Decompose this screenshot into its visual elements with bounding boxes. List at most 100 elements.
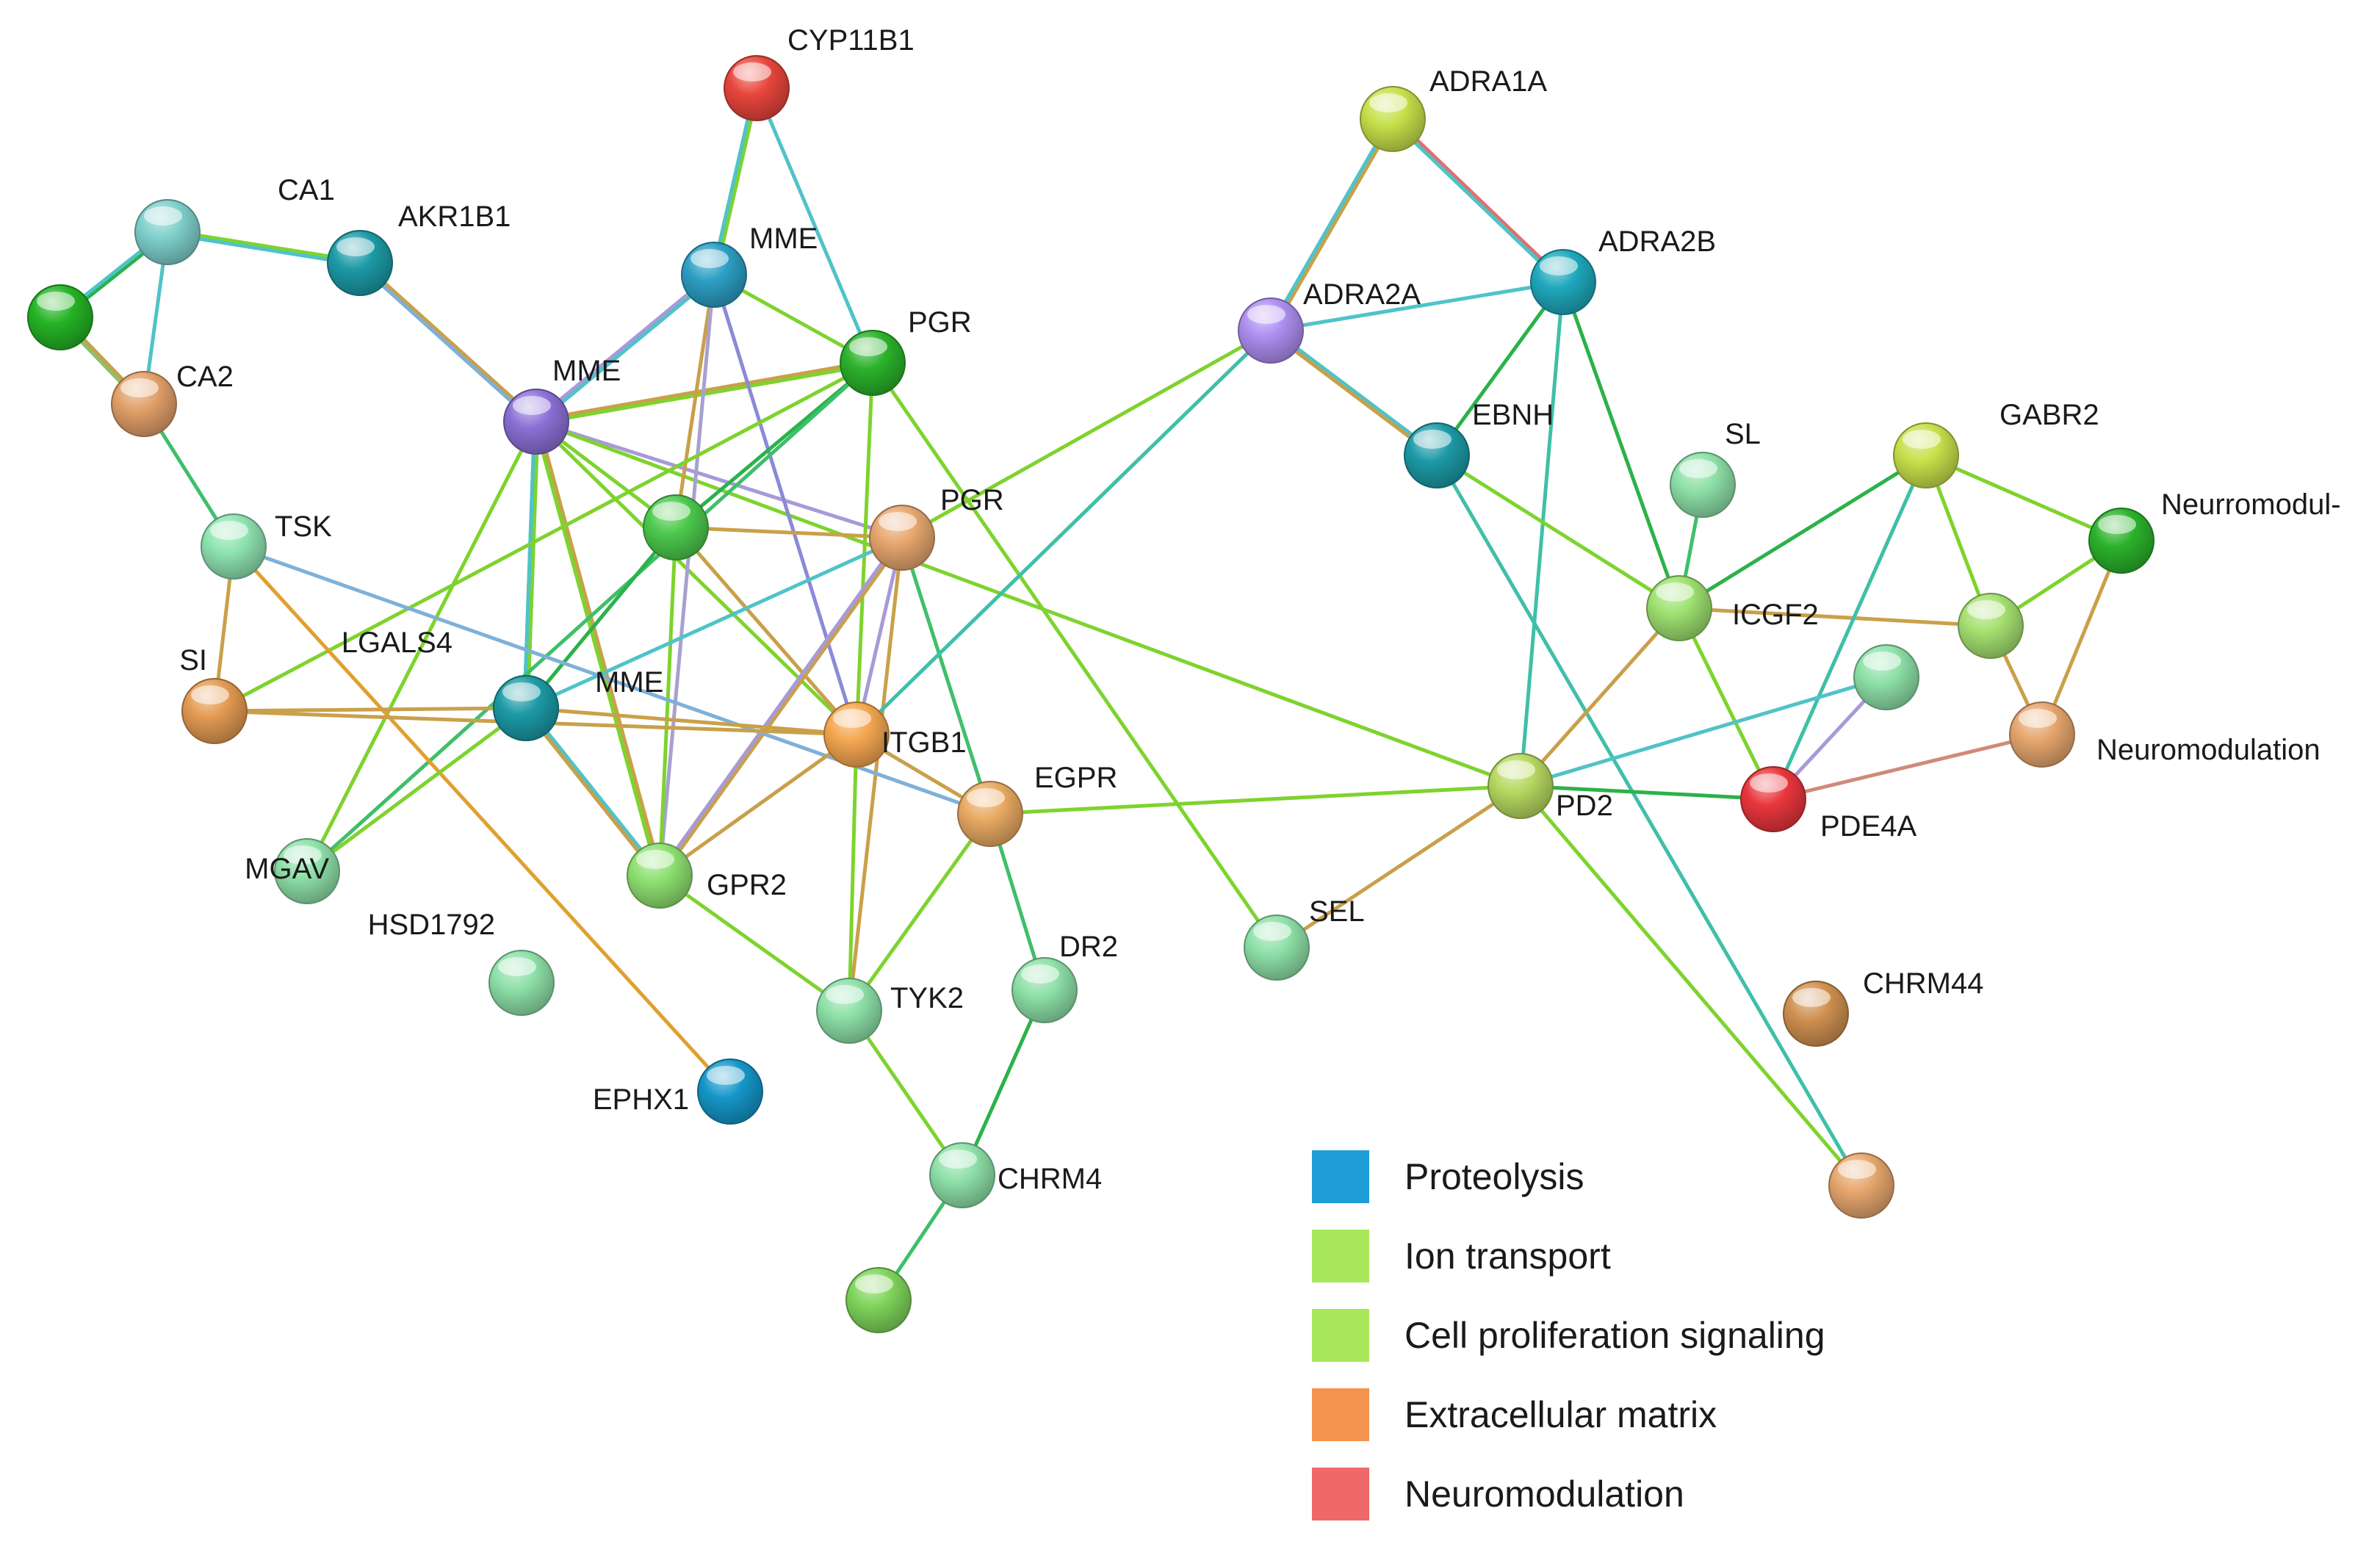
node-small-green[interactable] [1853,644,1919,710]
edge-strand [1518,784,1864,1188]
node-adra2a[interactable] [1238,297,1304,364]
edge [1435,453,1681,610]
node-mgav[interactable] [274,838,340,904]
node-neuromodul[interactable] [2088,508,2154,574]
legend-label: Cell proliferation signaling [1404,1315,1825,1356]
edge-strand [535,274,717,425]
edge-strand [960,988,1047,1177]
edge-strand [847,1009,964,1177]
node-ephx1[interactable] [697,1058,763,1125]
node-label: Neurromodul- [2161,488,2341,521]
node-label: TYK2 [890,982,964,1014]
node-chrm44[interactable] [1783,981,1849,1047]
node-highlight [855,1274,893,1294]
edge-strand [305,706,528,873]
node-itgb1[interactable] [823,701,890,768]
node-ca1[interactable] [134,199,201,265]
node-highlight [1967,600,2005,619]
legend-swatch [1312,1150,1369,1203]
node-si[interactable] [181,678,248,744]
node-label: SI [179,644,207,677]
edge [1677,606,1775,801]
node-hsd1792[interactable] [488,950,555,1016]
node-highlight [1679,459,1717,478]
edge-strand [356,262,537,425]
node-pde4a[interactable] [1740,766,1806,832]
edge [534,419,859,737]
node-highlight [336,237,375,256]
node-right-green[interactable] [1958,593,2024,659]
node-highlight [1369,93,1407,112]
node-mme-low[interactable] [493,675,559,741]
node-label: Neuromodulation [2096,734,2320,766]
node-center-green[interactable] [643,494,709,560]
edge [674,525,859,737]
edge [754,86,875,365]
edge [1771,732,2044,801]
node-label: GPR2 [707,869,787,901]
node-pgr-orange[interactable] [869,505,935,571]
node-akr1b1[interactable] [327,230,393,296]
legend-item: Ion transport [1312,1230,1611,1283]
legend-label: Proteolysis [1404,1156,1584,1197]
legend-label: Extracellular matrix [1404,1394,1717,1435]
node-highlight [1656,582,1694,602]
node-ebnh[interactable] [1404,422,1470,488]
node-ca2[interactable] [111,371,177,437]
node-label: CYP11B1 [787,24,915,57]
node-sl[interactable] [1670,452,1736,518]
edge [712,273,859,737]
node-label: PDE4A [1820,810,1916,843]
node-bottom-green[interactable] [845,1267,912,1333]
node-highlight [513,396,551,415]
edge-strand [1677,453,1928,610]
node-adra1a[interactable] [1360,86,1426,152]
edge-strand [231,544,732,1094]
node-dr2[interactable] [1012,957,1078,1023]
node-label: CHRM4 [998,1163,1102,1195]
node-highlight [2098,515,2136,534]
node-highlight [733,62,771,82]
node-icgf2[interactable] [1646,575,1712,641]
node-neuromodulation[interactable] [2009,701,2075,768]
edge-strand [1435,280,1565,458]
node-label: HSD1792 [368,909,495,941]
node-tsk[interactable] [201,513,267,580]
node-tyk2[interactable] [816,978,882,1044]
node-highlight [849,337,887,356]
edge-strand [854,535,904,737]
edge-strand [1771,453,1928,801]
edge [305,361,875,873]
node-gpr2[interactable] [627,843,693,909]
node-pgr-top[interactable] [840,330,906,396]
node-bottom-orange[interactable] [1828,1152,1894,1219]
node-label: EGPR [1034,762,1117,794]
edge-strand [1561,280,1681,610]
edge [524,525,678,710]
edge [1518,280,1565,788]
edge [657,732,859,878]
edge-strand [657,873,851,1013]
edge [356,259,540,425]
edge [1518,784,1775,801]
node-label: MGAV [245,853,329,885]
node-sel[interactable] [1244,915,1310,981]
edge [1269,280,1565,333]
edge [1518,675,1889,788]
node-chrm4[interactable] [929,1142,995,1208]
edge-strand [1392,115,1567,283]
node-mme-purple[interactable] [503,389,569,455]
node-pd2[interactable] [1488,753,1554,819]
node-cyp11b1[interactable] [724,55,790,121]
node-adra2b[interactable] [1530,249,1596,315]
edge [1518,784,1864,1188]
edge-strand [1924,453,2124,543]
node-green-left[interactable] [27,284,93,350]
node-gabr2[interactable] [1893,422,1959,488]
edge-strand [305,361,875,873]
node-egpr[interactable] [957,781,1023,847]
node-mme-top[interactable] [681,242,747,308]
node-label: PGR [940,484,1004,516]
edge-strand [212,361,875,713]
